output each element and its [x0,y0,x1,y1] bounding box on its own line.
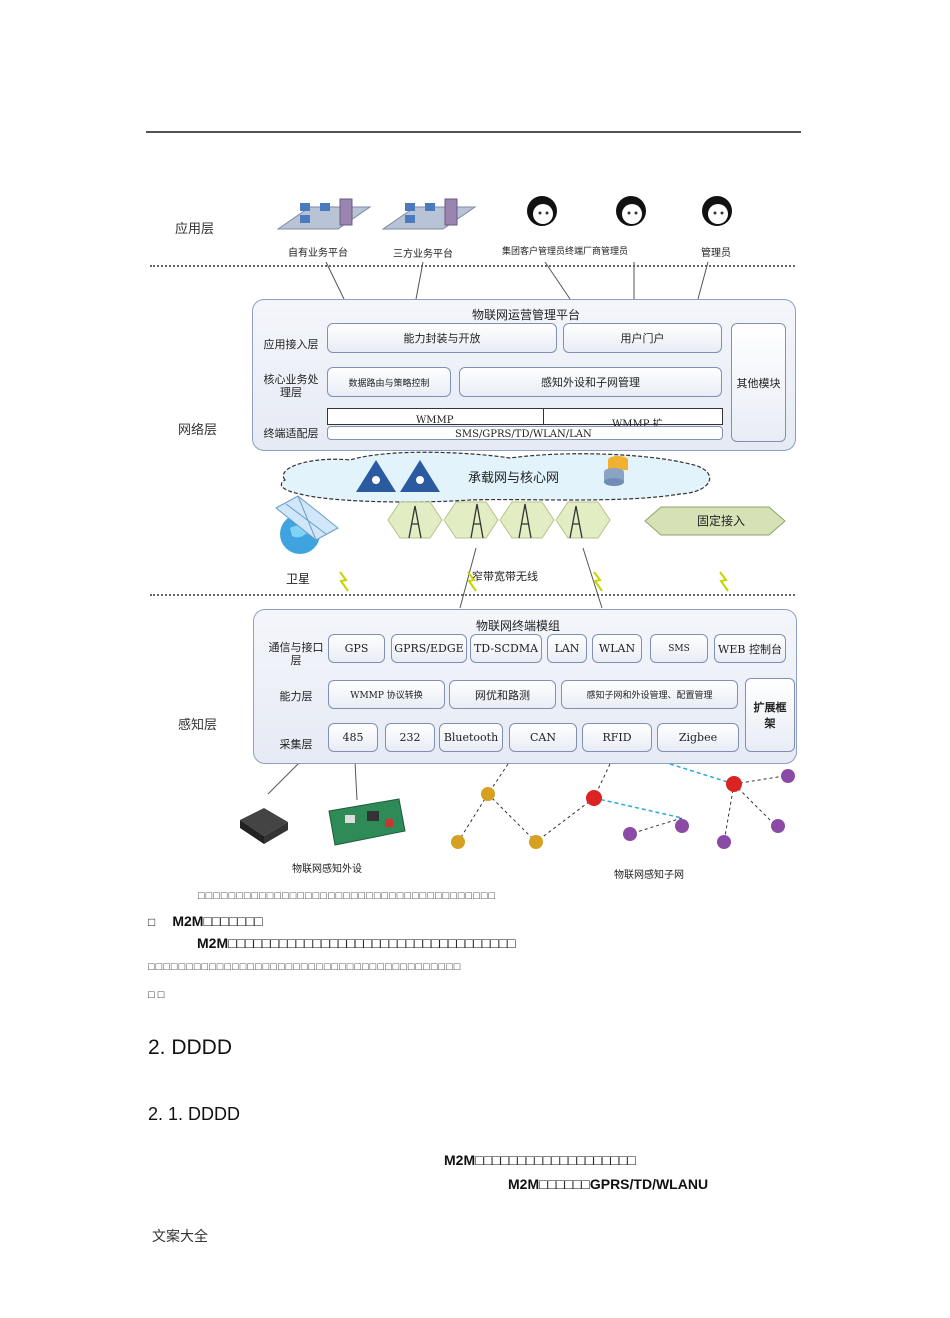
user-icon [527,196,557,226]
layer-divider-bottom [150,594,795,596]
user-icon [616,196,646,226]
router-device-icon [240,808,288,844]
capability-subnet-mgmt: 感知子网和外设管理、配置管理 [561,680,738,709]
bullet-1-text: M2M□□□□□□□ [172,913,263,929]
capability-wmmp: WMMP 协议转换 [328,680,445,709]
header-rule [146,131,801,133]
server-icon [276,198,372,230]
row-label-core: 核心业务处理层 [263,373,319,399]
server-icon [381,198,477,230]
wmmp-left: WMMP [416,415,454,426]
figure-caption: □□□□□□□□□□□□□□□□□□□□□□□□□□□□□□□□□□□□□□□ [198,890,497,902]
satellite-icon [275,495,339,554]
collect-485: 485 [328,723,378,752]
capability-network: 网优和路测 [449,680,556,709]
ability-box: 能力封装与开放 [327,323,557,353]
bullet-1-mark: □ [148,915,156,929]
cloud-label: 承载网与核心网 [468,471,560,486]
routing-box: 数据路由与策略控制 [327,367,451,397]
row-label-terminal: 终端适配层 [263,427,319,440]
row-label-access: 应用接入层 [263,338,319,351]
app-node-third-party: 三方业务平台 [393,249,453,260]
comm-td-scdma: TD-SCDMA [470,634,542,663]
collect-bluetooth: Bluetooth [439,723,503,752]
connector-lines [267,261,729,801]
subnet-label: 物联网感知子网 [614,870,684,881]
comm-wlan: WLAN [592,634,642,663]
collect-232: 232 [385,723,435,752]
circuit-board-icon [328,798,406,846]
section-heading-2-1: 2. 1. DDDD [148,1104,241,1124]
wmmp-divider [543,408,544,424]
wmmp-bar [327,408,723,425]
layer-label-application: 应用层 [175,222,215,237]
comm-sms: SMS [650,634,708,663]
paragraph-1-line-2: □□□□□□□□□□□□□□□□□□□□□□□□□□□□□□□□□□□□□□□□… [148,961,462,973]
app-node-own-platform: 自有业务平台 [288,248,348,259]
network-device-icon [356,460,440,492]
sensing-mgmt-box: 感知外设和子网管理 [459,367,722,397]
bearer-label: SMS/GPRS/TD/WLAN/LAN [455,429,592,440]
sensor-subnet-graph [451,763,795,849]
extension-framework: 扩展框架 [745,678,795,752]
paragraph-1-line-1: M2M□□□□□□□□□□□□□□□□□□□□□□□□□□□□□□□□□□ [197,935,516,951]
bullet-2: □ □ [148,989,165,1001]
database-icon [604,456,628,486]
layer-divider-top [150,265,795,267]
bullet-1: □ M2M□□□□□□□ [148,911,263,930]
user-icon [702,196,732,226]
paragraph-2-line-2: M2M□□□□□□GPRS/TD/WLANU [508,1176,709,1192]
wireless-label: 窄带宽带无线 [472,570,538,583]
comm-lan: LAN [547,634,587,663]
comm-gps: GPS [328,634,385,663]
row-label-capability: 能力层 [279,690,313,703]
devices-label: 物联网感知外设 [292,864,362,875]
app-node-admins: 集团客户管理员终端厂商管理员 [502,247,629,257]
collect-zigbee: Zigbee [657,723,739,752]
satellite-label: 卫星 [286,572,311,586]
app-node-admin: 管理员 [701,248,731,259]
other-modules-box: 其他模块 [731,323,786,442]
row-label-comm: 通信与接口层 [268,641,324,667]
fixed-access-hex [644,506,786,536]
wmmp-right: WMMP 扩 [612,419,663,430]
portal-box: 用户门户 [563,323,722,353]
fixed-access-label: 固定接入 [697,514,746,528]
cell-hex-grid [387,501,611,539]
collect-can: CAN [509,723,577,752]
paragraph-2-line-1: M2M□□□□□□□□□□□□□□□□□□□ [444,1152,636,1168]
comm-web-console: WEB 控制台 [714,634,786,663]
platform-title: 物联网运营管理平台 [472,308,581,322]
bearer-bar [327,426,723,440]
collect-rfid: RFID [582,723,652,752]
section-heading-2: 2. DDDD [148,1036,233,1059]
page-footer: 文案大全 [152,1229,208,1245]
layer-label-perception: 感知层 [178,718,218,733]
module-title: 物联网终端模组 [476,619,561,633]
comm-gprs: GPRS/EDGE [391,634,467,663]
row-label-collect: 采集层 [279,738,313,751]
layer-label-network: 网络层 [178,423,218,438]
